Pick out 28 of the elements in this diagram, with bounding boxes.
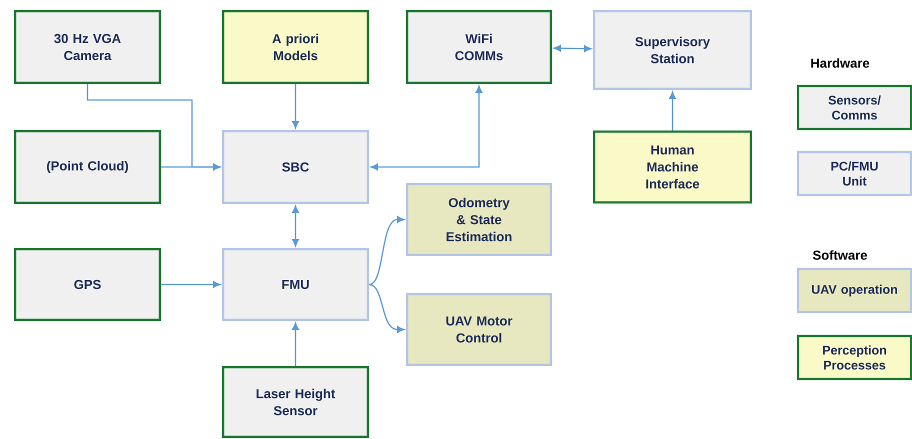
process-box: (Point Cloud) [14, 130, 161, 204]
legend-box: Sensors/ Comms [796, 84, 912, 130]
process-box: UAV Motor Control [406, 293, 552, 366]
arrow [368, 284, 404, 333]
legend-box: PC/FMU Unit [796, 150, 912, 196]
process-box: GPS [14, 248, 161, 321]
arrow [292, 322, 299, 366]
process-box: A priori Models [222, 10, 369, 84]
legend-heading: Software [812, 250, 868, 260]
process-box: 30 Hz VGA Camera [14, 10, 161, 84]
process-box: FMU [222, 248, 369, 321]
legend-heading: Hardware [811, 58, 870, 68]
arrow [554, 44, 592, 52]
process-box: Odometry & State Estimation [406, 183, 552, 256]
arrow [292, 84, 299, 128]
legend-box: Perception Processes [796, 334, 912, 380]
arrow [292, 206, 299, 246]
process-box: Laser Height Sensor [222, 366, 369, 438]
arrow [370, 86, 482, 170]
process-box: WiFi COMMs [406, 10, 552, 84]
process-box: Supervisory Station [593, 10, 752, 90]
process-box: SBC [222, 130, 369, 204]
arrow [161, 281, 220, 288]
process-box: Human Machine Interface [593, 130, 752, 204]
arrow [161, 164, 220, 170]
legend-box: UAV operation [796, 268, 912, 314]
arrow [669, 92, 676, 130]
arrow [368, 216, 404, 286]
